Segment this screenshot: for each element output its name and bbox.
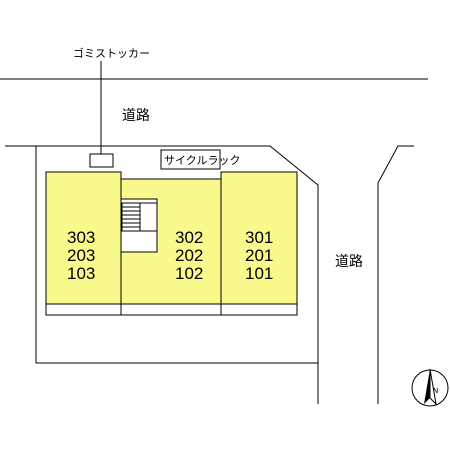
lot-boundary: [5, 145, 319, 404]
bicycle-rack-box: [160, 149, 221, 170]
road-label-right: 道路: [335, 254, 363, 270]
unit-101: 101: [245, 264, 273, 283]
unit-103: 103: [67, 264, 95, 283]
road-edge-right: [377, 145, 414, 404]
unit-303: 303: [67, 228, 95, 247]
building: [45, 171, 298, 316]
stair-well: [120, 198, 158, 253]
bicycle-rack-label: サイクルラック: [164, 154, 240, 167]
road-label-top: 道路: [122, 108, 150, 124]
garbage-station-label: ゴミストッカー: [73, 46, 150, 60]
unit-301: 301: [245, 228, 273, 247]
unit-201: 201: [245, 246, 273, 265]
north-arrow-icon: N: [411, 368, 449, 407]
unit-302: 302: [175, 228, 203, 247]
block-right: [220, 171, 298, 305]
unit-102: 102: [175, 264, 203, 283]
unit-202: 202: [175, 246, 203, 265]
stairs-icon: [121, 202, 157, 232]
balcony-right: [220, 303, 298, 316]
balcony-left: [45, 303, 122, 316]
north-label: N: [433, 387, 438, 395]
garbage-stocker-box: [89, 153, 114, 168]
unit-203: 203: [67, 246, 95, 265]
balcony-center: [120, 303, 222, 316]
